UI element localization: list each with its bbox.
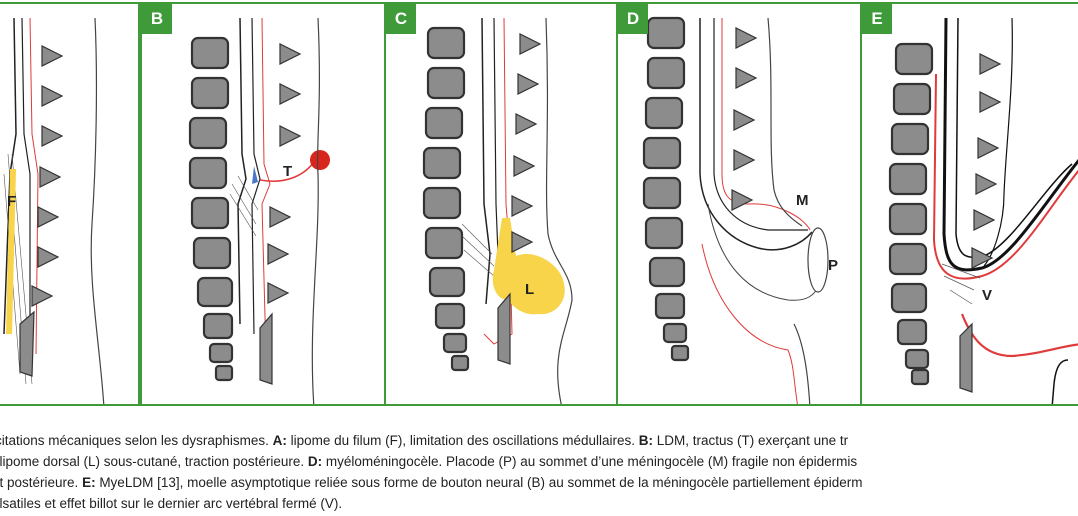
caption-key: A:	[272, 433, 287, 448]
skin-lower	[793, 323, 811, 404]
sacrum	[19, 310, 35, 377]
dura-line	[721, 18, 811, 231]
panel-e: V E	[860, 2, 1078, 406]
spinal-cord	[3, 17, 17, 335]
spinal-cord-edge	[251, 17, 261, 335]
caption-line-2: : lipome dorsal (L) sous-cutané, tractio…	[0, 451, 1078, 472]
tract	[259, 161, 315, 182]
spinal-cord	[942, 17, 1078, 272]
spinal-cord-edge	[713, 18, 808, 231]
label-p: P	[828, 257, 838, 274]
diagram-a: F	[3, 17, 105, 404]
dorsal-lipoma	[492, 218, 565, 315]
dura-lower	[960, 313, 1078, 358]
diagram-b: T	[188, 17, 330, 404]
nerve-roots	[461, 223, 495, 277]
caption-text: : lipome dorsal (L) sous-cutané, tractio…	[0, 454, 308, 469]
caption-text: et postérieure.	[0, 475, 83, 490]
tract-end-marker	[310, 150, 330, 170]
spinal-cord	[699, 18, 813, 251]
figure-caption: icitations mécaniques selon les dysraphi…	[0, 430, 1078, 514]
diagram-d: M P	[642, 16, 838, 404]
caption-key: E:	[82, 475, 96, 490]
dura-lower	[701, 243, 798, 404]
skin-line	[90, 17, 105, 404]
placode	[807, 227, 829, 293]
caption-line-3: et postérieure. E: MyeLDM [13], moelle a…	[0, 472, 1078, 493]
panel-letter: D	[618, 4, 648, 34]
filum-lipoma	[6, 169, 16, 334]
diagram-c: L	[422, 17, 573, 404]
caption-text: myéloméningocèle. Placode (P) au sommet …	[322, 454, 858, 469]
spinous-processes	[511, 33, 542, 253]
label-m: M	[796, 192, 809, 209]
caption-line-4: ulsatiles et effet billot sur le dernier…	[0, 493, 1078, 514]
spinal-cord-edge	[21, 17, 31, 344]
vertebrae	[422, 26, 470, 372]
label-l: L	[525, 281, 534, 298]
dura-line	[932, 73, 1078, 280]
sacrum	[259, 312, 273, 385]
dura-line	[29, 17, 39, 355]
sacrum	[959, 322, 973, 393]
panel-b: T B	[140, 2, 386, 406]
spinous-processes	[971, 53, 1002, 269]
caption-text: lipome du filum (F), limitation des osci…	[286, 433, 639, 448]
skin-line	[767, 17, 803, 227]
panel-letter: E	[862, 4, 892, 34]
caption-line-1: icitations mécaniques selon les dysraphi…	[0, 430, 1078, 451]
spinous-processes	[267, 43, 302, 304]
spinous-processes	[31, 45, 64, 307]
spinal-cord-edge	[493, 17, 499, 255]
caption-text: LDM, tractus (T) exerçant une tr	[653, 433, 849, 448]
caption-text: MyeLDM [13], moelle asymptotique reliée …	[95, 475, 863, 490]
nerve-roots	[941, 263, 981, 305]
panel-c: L C	[384, 2, 620, 406]
skin-line	[983, 17, 1013, 267]
diagram-e: V	[888, 17, 1078, 404]
caption-text: icitations mécaniques selon les dysraphi…	[0, 433, 273, 448]
dura-line	[261, 17, 271, 355]
label-f: F	[7, 193, 16, 210]
panel-d: M P D	[616, 2, 862, 406]
vertebrae	[188, 36, 234, 382]
meninges	[707, 203, 819, 301]
skin-line	[545, 17, 573, 404]
panel-a: F	[0, 2, 140, 406]
skin-line	[311, 17, 320, 404]
nerve-roots	[229, 175, 259, 237]
blue-mark	[252, 166, 258, 184]
vertebrae	[642, 16, 690, 362]
caption-text: ulsatiles et effet billot sur le dernier…	[0, 496, 343, 511]
caption-key: B:	[638, 433, 654, 448]
spinous-processes	[731, 27, 758, 211]
spinal-cord-edge	[955, 17, 1073, 259]
caption-key: D:	[307, 454, 323, 469]
skin-lower	[1051, 359, 1069, 404]
panel-letter: C	[386, 4, 416, 34]
spinal-cord	[237, 17, 247, 325]
panel-letter: B	[142, 4, 172, 34]
vertebrae	[888, 42, 934, 386]
label-t: T	[283, 163, 292, 180]
label-v: V	[982, 287, 992, 304]
sacrum	[497, 292, 511, 365]
spinal-cord	[481, 17, 491, 305]
